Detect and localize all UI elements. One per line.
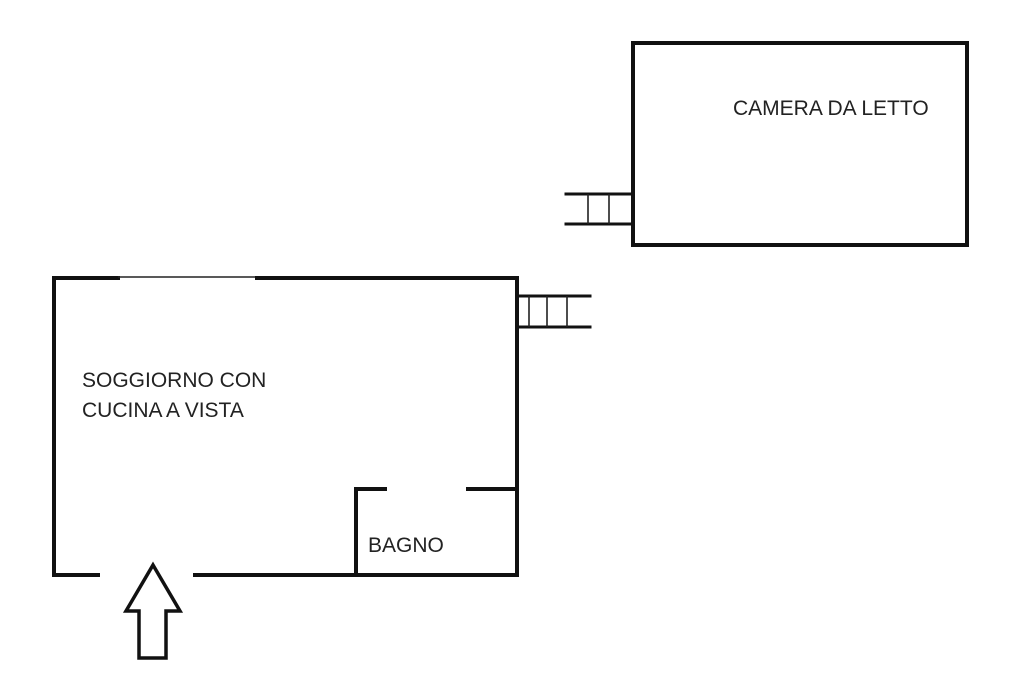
bedroom-walls [631,41,969,247]
bedroom-room: CAMERA DA LETTO [631,41,969,247]
bedroom-label: CAMERA DA LETTO [733,97,929,120]
living-room: SOGGIORNO CON CUCINA A VISTA [52,276,519,577]
stairs-icon [564,192,635,226]
stairs-icon [515,294,592,329]
living-room-label-line1: SOGGIORNO CON [82,369,266,392]
living-room-label-line2: CUCINA A VISTA [82,399,244,422]
bathroom-room: BAGNO [354,487,519,577]
bathroom-label: BAGNO [368,534,444,557]
up-arrow-icon [122,561,184,660]
